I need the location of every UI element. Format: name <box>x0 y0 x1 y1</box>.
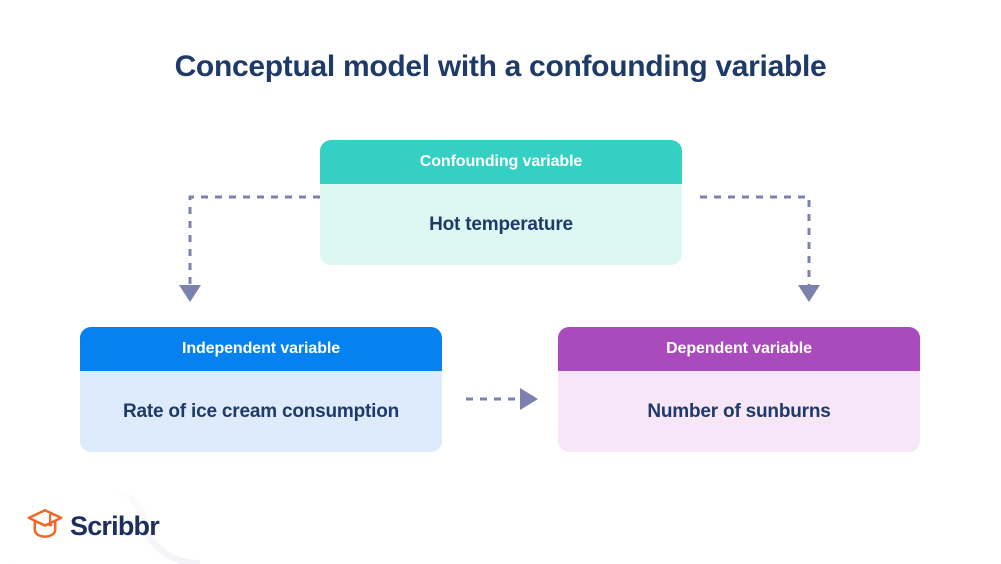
node-independent-variable-body: Rate of ice cream consumption <box>80 371 442 452</box>
branding-wordmark: Scribbr <box>70 511 160 541</box>
node-independent-variable: Independent variable Rate of ice cream c… <box>80 327 442 452</box>
node-confounding-variable-header: Confounding variable <box>320 140 682 184</box>
arrow-confounding-to-dependent <box>700 195 820 302</box>
node-confounding-variable: Confounding variable Hot temperature <box>320 140 682 265</box>
page-title: Conceptual model with a confounding vari… <box>174 50 827 83</box>
arrow-confounding-to-independent <box>179 195 320 302</box>
arrow-confounding-to-independent-line <box>188 195 320 285</box>
branding-tab: Scribbr <box>0 484 200 564</box>
node-dependent-variable-body: Number of sunburns <box>558 371 920 452</box>
node-confounding-variable-body: Hot temperature <box>320 184 682 265</box>
node-dependent-variable-header: Dependent variable <box>558 327 920 371</box>
arrow-independent-to-dependent <box>466 388 538 410</box>
node-independent-variable-header: Independent variable <box>80 327 442 371</box>
arrow-confounding-to-independent-head <box>179 285 201 302</box>
node-dependent-variable: Dependent variable Number of sunburns <box>558 327 920 452</box>
arrow-confounding-to-dependent-line <box>700 195 811 285</box>
arrow-confounding-to-dependent-head <box>798 285 820 302</box>
arrow-independent-to-dependent-head <box>520 388 538 410</box>
graduation-cap-icon <box>27 508 63 538</box>
